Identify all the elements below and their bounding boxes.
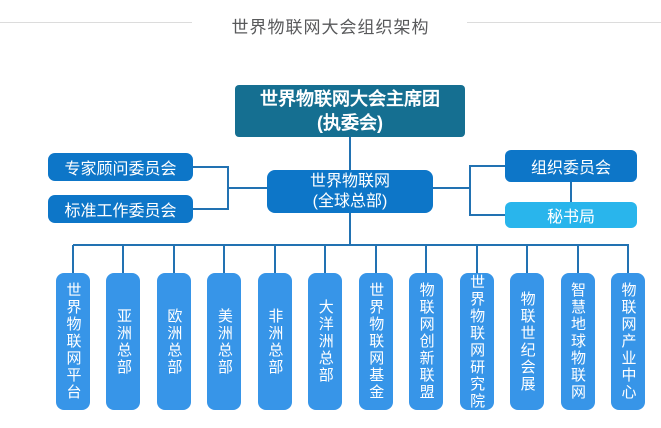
connector-drop xyxy=(72,245,74,273)
node-department: 世界物联网基金 xyxy=(358,273,393,410)
connector-drop xyxy=(374,245,377,273)
connector-right-vertical xyxy=(469,165,471,216)
node-global-hq-line1: 世界物联网 xyxy=(309,172,390,190)
node-secretariat: 秘书局 xyxy=(505,202,637,228)
node-department: 欧洲总部 xyxy=(156,273,191,410)
connector-left-mid xyxy=(227,187,267,189)
node-standards-working-committee: 标准工作委员会 xyxy=(48,195,193,223)
department-cell: 物联网产业中心 xyxy=(610,245,645,410)
node-expert-advisory-committee: 专家顾问委员会 xyxy=(48,153,193,181)
connector-drop xyxy=(626,245,629,273)
node-department: 大洋洲总部 xyxy=(308,273,343,410)
node-presidium-line1: 世界物联网大会主席团 xyxy=(260,89,440,109)
department-cell: 世界物联网研究院 xyxy=(459,245,494,410)
connector-drop xyxy=(475,245,478,273)
connector-bus xyxy=(73,244,629,246)
connector-right-mid xyxy=(433,187,471,189)
department-cell: 美洲总部 xyxy=(207,245,242,410)
node-department: 世界物联网平台 xyxy=(56,273,90,410)
connector-committee-secretariat xyxy=(570,182,572,202)
connector-drop xyxy=(223,245,226,273)
title-rule-left xyxy=(0,22,192,23)
connector-right-branch-bottom xyxy=(469,214,505,216)
node-department: 智慧地球物联网 xyxy=(560,273,595,410)
department-cell: 大洋洲总部 xyxy=(308,245,343,410)
node-presidium: 世界物联网大会主席团 (执委会) xyxy=(235,85,465,137)
connector-drop xyxy=(425,245,428,273)
department-cell: 欧洲总部 xyxy=(156,245,191,410)
node-department: 亚洲总部 xyxy=(106,273,141,410)
connector-hq-bus xyxy=(349,213,351,245)
node-department: 物联世纪会展 xyxy=(510,273,545,410)
connector-left-branch-bottom xyxy=(193,208,229,210)
department-cell: 亚洲总部 xyxy=(106,245,141,410)
department-cell: 世界物联网基金 xyxy=(358,245,393,410)
node-organizing-committee: 组织委员会 xyxy=(505,150,637,182)
department-cell: 物联世纪会展 xyxy=(510,245,545,410)
connector-left-branch-top xyxy=(193,166,229,168)
connector-drop xyxy=(576,245,579,273)
node-department: 物联网产业中心 xyxy=(610,273,645,410)
department-cell: 智慧地球物联网 xyxy=(560,245,595,410)
node-department: 美洲总部 xyxy=(207,273,242,410)
title-rule-right xyxy=(467,22,661,23)
department-cell: 世界物联网平台 xyxy=(56,245,90,410)
department-cell: 非洲总部 xyxy=(257,245,292,410)
page-title: 世界物联网大会组织架构 xyxy=(231,18,430,37)
connector-right-branch-top xyxy=(469,165,505,167)
node-department: 非洲总部 xyxy=(257,273,292,410)
department-cell: 物联网创新联盟 xyxy=(409,245,444,410)
connector-drop xyxy=(122,245,125,273)
department-row: 世界物联网平台 亚洲总部 欧洲总部 美洲总部 非洲总部 大洋洲总部 世界物联网基… xyxy=(56,245,645,410)
node-global-hq: 世界物联网 (全球总部) xyxy=(267,170,433,213)
node-department: 世界物联网研究院 xyxy=(459,273,494,410)
connector-drop xyxy=(324,245,327,273)
connector-root-hq xyxy=(349,137,351,170)
connector-drop xyxy=(526,245,529,273)
connector-drop xyxy=(172,245,175,273)
connector-drop xyxy=(273,245,276,273)
node-department: 物联网创新联盟 xyxy=(409,273,444,410)
node-global-hq-line2: (全球总部) xyxy=(312,192,388,210)
node-presidium-line2: (执委会) xyxy=(317,113,383,133)
